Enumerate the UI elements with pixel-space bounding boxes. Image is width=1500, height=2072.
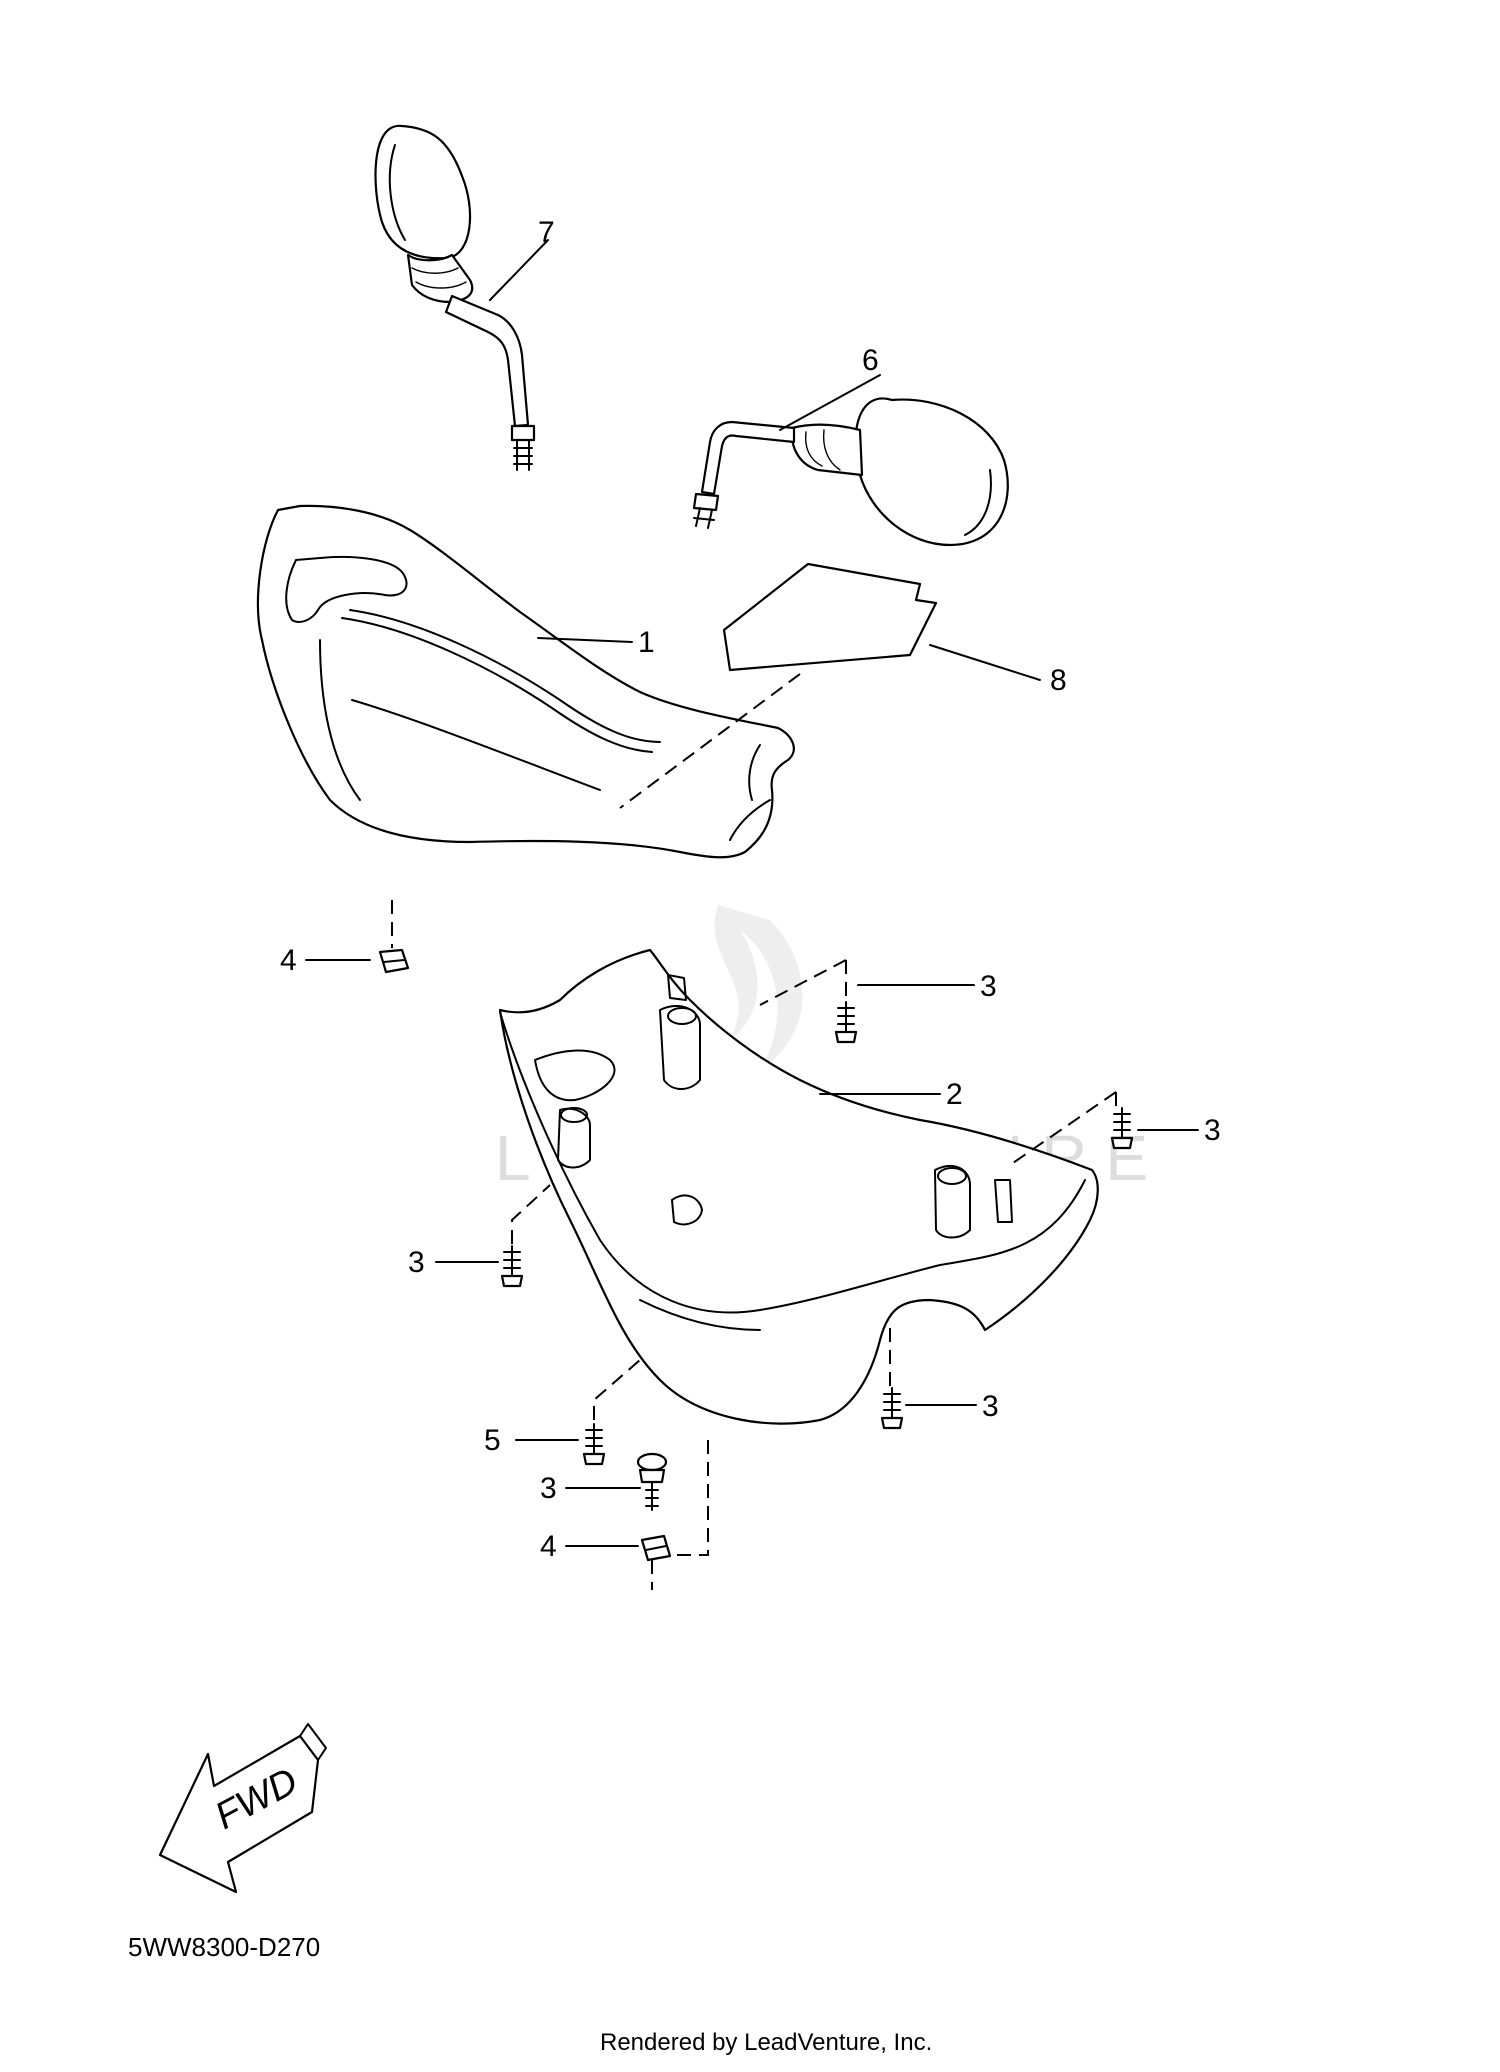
callout-3e: 3 xyxy=(540,1472,557,1505)
callout-4a: 4 xyxy=(280,944,297,977)
callouts: 7 6 1 8 4 3 2 3 3 3 5 3 4 xyxy=(280,216,1221,1563)
handlebar-cover-upper-part[interactable] xyxy=(256,504,795,859)
leader-8 xyxy=(929,644,1041,681)
leader-1 xyxy=(537,637,633,643)
nut-lower-part[interactable] xyxy=(640,1534,672,1562)
callout-8: 8 xyxy=(1050,664,1067,697)
handlebar-cover-lower-part[interactable] xyxy=(498,948,1099,1425)
callout-7: 7 xyxy=(538,216,555,249)
screw-a[interactable] xyxy=(834,1001,858,1044)
decal-part[interactable] xyxy=(722,562,938,672)
callout-3a: 3 xyxy=(980,970,997,1003)
callout-3c: 3 xyxy=(408,1246,425,1279)
flame-logo-icon xyxy=(714,905,803,1070)
callout-4b: 4 xyxy=(540,1530,557,1563)
credit-text: Rendered by LeadVenture, Inc. xyxy=(600,2029,932,2056)
callout-5: 5 xyxy=(484,1424,501,1457)
bolt-lower[interactable] xyxy=(636,1452,668,1511)
callout-2: 2 xyxy=(946,1078,963,1111)
mirror-left-part[interactable] xyxy=(374,124,536,471)
leader-lines xyxy=(305,239,1199,1547)
leader-6 xyxy=(779,374,881,431)
mirror-right-part[interactable] xyxy=(692,397,1009,547)
screw-d[interactable] xyxy=(880,1387,904,1430)
assembly-lines xyxy=(391,673,1117,1590)
screw-c[interactable] xyxy=(500,1245,524,1288)
screw-b[interactable] xyxy=(1110,1107,1134,1150)
diagram-code: 5WW8300-D270 xyxy=(128,1932,320,1962)
callout-6: 6 xyxy=(862,344,879,377)
leader-7 xyxy=(489,239,549,301)
callout-3b: 3 xyxy=(1204,1114,1221,1147)
callout-1: 1 xyxy=(638,626,655,659)
screw-5[interactable] xyxy=(582,1423,606,1466)
nut-upper-part[interactable] xyxy=(378,948,410,974)
fwd-arrow-icon: FWD xyxy=(158,1723,327,1894)
callout-3d: 3 xyxy=(982,1390,999,1423)
